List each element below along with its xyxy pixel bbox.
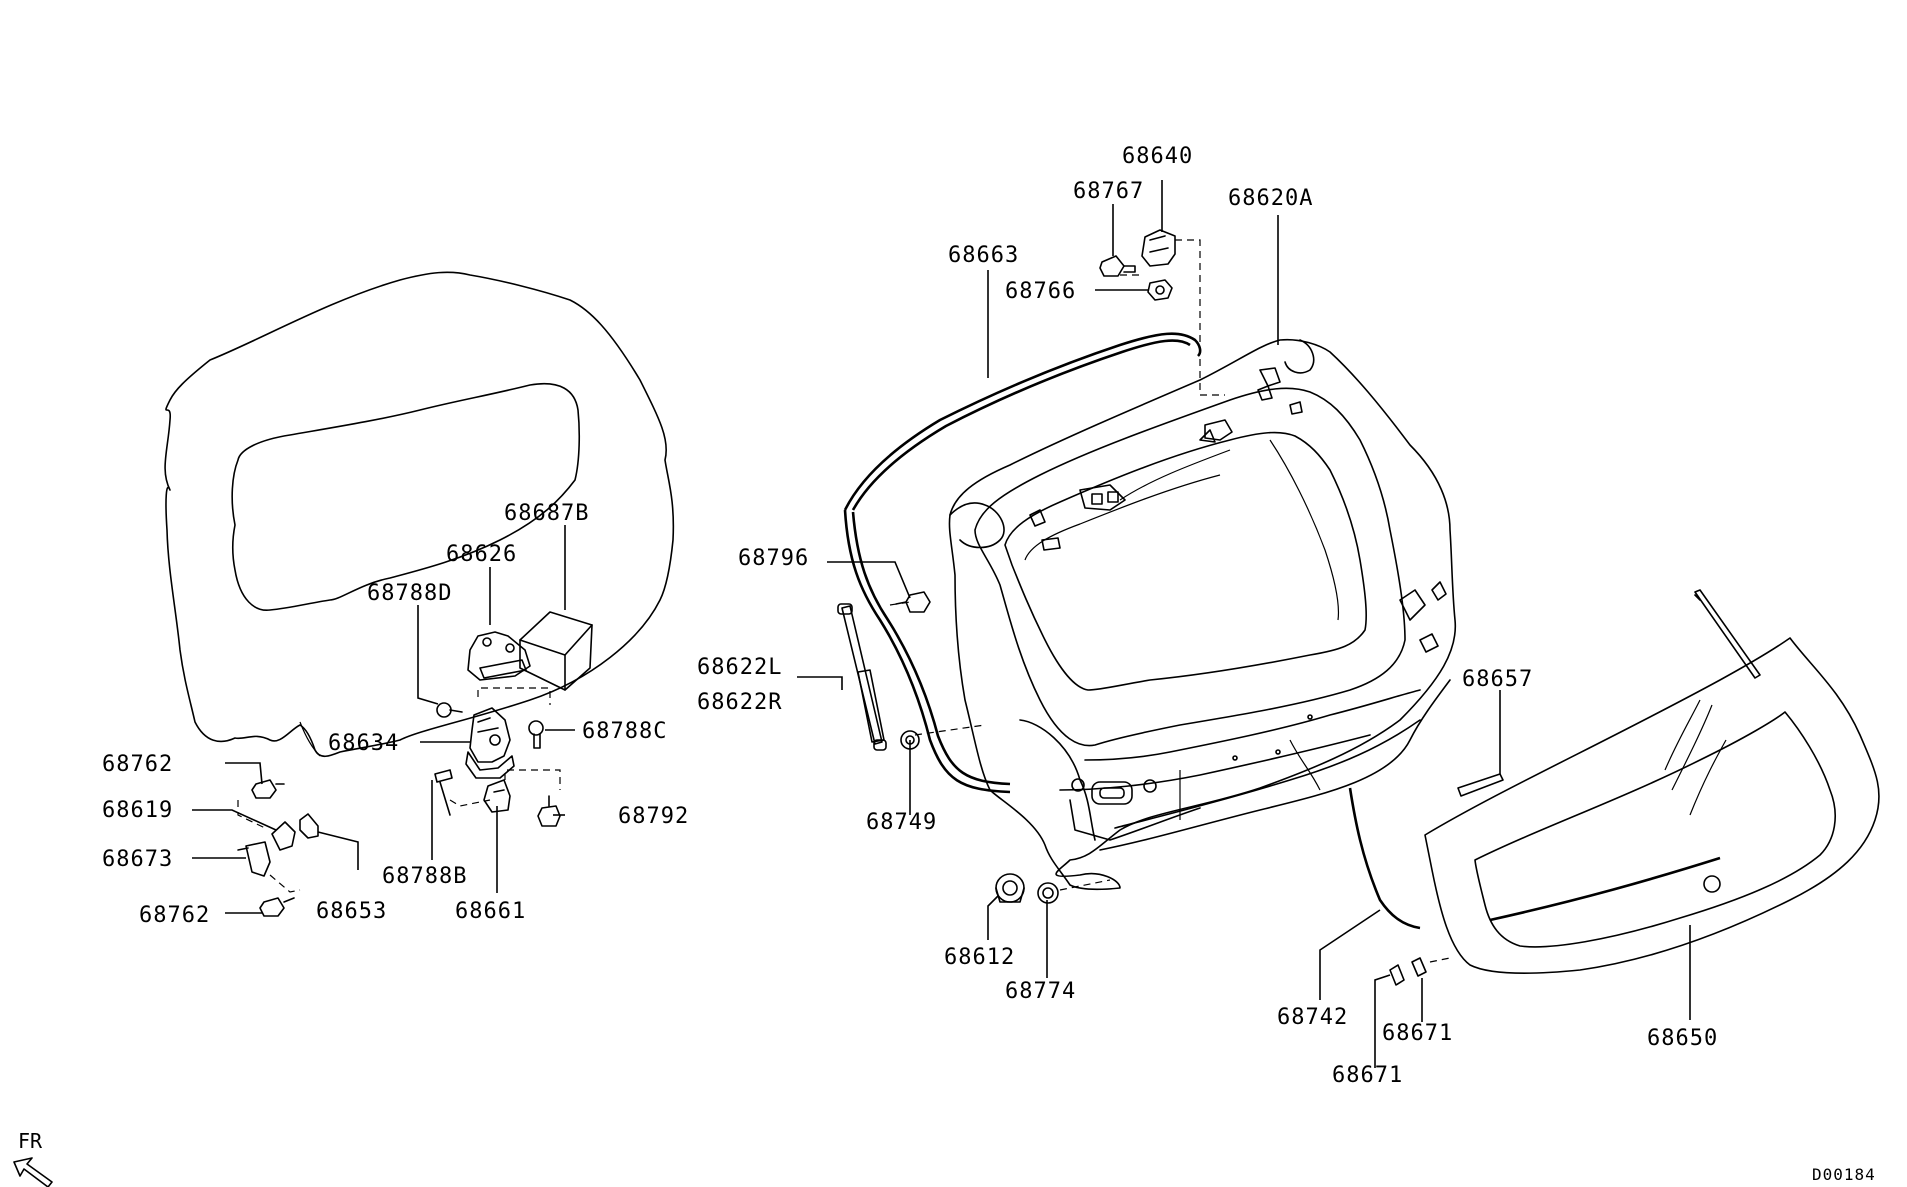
callout-68671-right: 68671 — [1382, 1021, 1453, 1046]
callout-68788D: 68788D — [367, 581, 452, 606]
callout-68796: 68796 — [738, 546, 809, 571]
lamp-bracket-68626 — [467, 631, 531, 681]
callout-68653: 68653 — [316, 899, 387, 924]
callout-68774: 68774 — [1005, 979, 1076, 1004]
callout-68657: 68657 — [1462, 667, 1533, 692]
tailgate-door-68620A — [948, 338, 1457, 891]
bolt-68792 — [537, 795, 561, 827]
front-direction-arrow-icon — [13, 1157, 53, 1187]
callout-68663: 68663 — [948, 243, 1019, 268]
gas-strut-68622 — [837, 603, 887, 751]
dashed-connector-68788B — [449, 799, 491, 807]
dashed-connector-clip — [237, 800, 266, 829]
callout-68762-lower: 68762 — [139, 903, 210, 928]
front-direction-indicator: FR — [13, 1129, 53, 1187]
tailgate-trim-panel — [164, 271, 675, 758]
callout-68640: 68640 — [1122, 144, 1193, 169]
callout-68766: 68766 — [1005, 279, 1076, 304]
callout-68626: 68626 — [446, 542, 517, 567]
back-glass-68650 — [1424, 589, 1880, 975]
callout-68620A: 68620A — [1228, 186, 1313, 211]
callout-68619: 68619 — [102, 798, 173, 823]
dashed-connector-bracket — [269, 874, 301, 893]
screw-68788C — [528, 720, 544, 749]
callout-68650: 68650 — [1647, 1026, 1718, 1051]
front-label: FR — [18, 1129, 43, 1153]
cover-68653 — [299, 813, 319, 839]
bolt-68767 — [1099, 255, 1136, 277]
clip-68619 — [271, 821, 296, 851]
molding-68742 — [1348, 787, 1421, 930]
dashed-connector-68671 — [1429, 957, 1451, 963]
bumper-68774 — [1037, 882, 1059, 904]
callout-68622R: 68622R — [697, 690, 782, 715]
bolt-68796 — [895, 591, 931, 613]
striker-68661 — [483, 779, 511, 813]
latch-68634 — [465, 707, 515, 779]
screw-68788D — [436, 702, 463, 718]
spacer-68671 — [1389, 957, 1427, 986]
diagram-code: D00184 — [1812, 1165, 1876, 1184]
tape-68657 — [1457, 773, 1504, 797]
bracket-68640 — [1141, 229, 1176, 267]
dashed-connector-bolt — [504, 769, 561, 790]
callout-68788B: 68788B — [382, 864, 467, 889]
bolt-68762-lower — [259, 897, 295, 917]
callout-68661: 68661 — [455, 899, 526, 924]
bolt-68762-upper — [251, 779, 285, 799]
switch-box-68687B — [519, 611, 593, 691]
bracket-68673 — [237, 841, 271, 877]
callout-68788C: 68788C — [582, 719, 667, 744]
callout-68742: 68742 — [1277, 1005, 1348, 1030]
callout-68762-upper: 68762 — [102, 752, 173, 777]
callout-68687B: 68687B — [504, 501, 589, 526]
callout-68612: 68612 — [944, 945, 1015, 970]
screw-68788B — [434, 769, 453, 816]
callout-68767: 68767 — [1073, 179, 1144, 204]
callout-68792: 68792 — [618, 804, 689, 829]
callout-68671-bottom: 68671 — [1332, 1063, 1403, 1088]
bumper-68612 — [995, 873, 1025, 903]
callout-68634: 68634 — [328, 731, 399, 756]
nut-68766 — [1147, 279, 1173, 301]
callout-68673: 68673 — [102, 847, 173, 872]
dashed-connector-68774 — [1059, 879, 1111, 891]
callout-68749: 68749 — [866, 810, 937, 835]
weatherstrip-68663 — [843, 332, 1202, 794]
dashed-connector-latch — [477, 687, 551, 705]
leader-lines — [192, 180, 1691, 1068]
dashed-connector-68640 — [1175, 239, 1225, 396]
callout-68622L: 68622L — [697, 655, 782, 680]
